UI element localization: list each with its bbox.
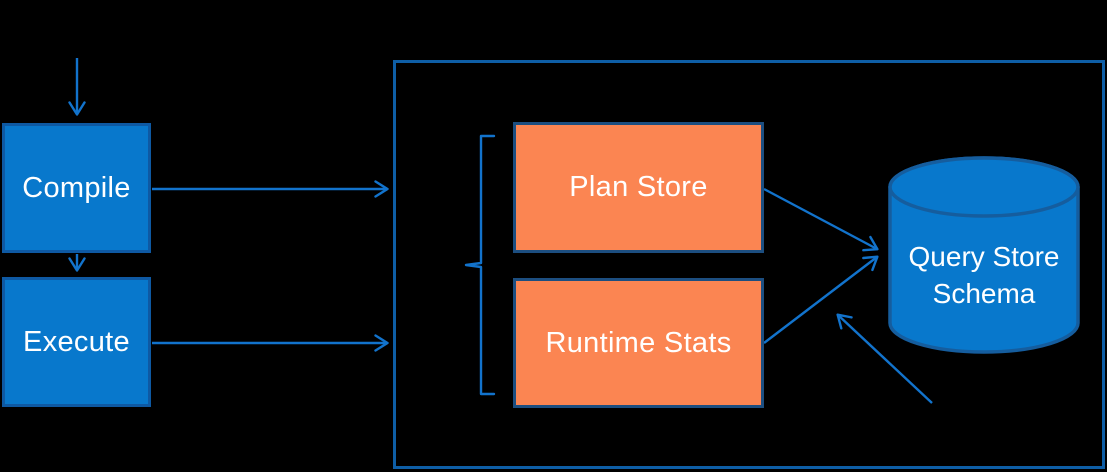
runtime-stats-box: Runtime Stats bbox=[513, 278, 764, 408]
arrow-runtime-stats-to-schema bbox=[763, 255, 879, 344]
arrow-plan-store-to-schema bbox=[763, 187, 879, 252]
plan-store-box: Plan Store bbox=[513, 122, 764, 253]
plan-store-label: Plan Store bbox=[569, 171, 708, 203]
query-store-container-outline bbox=[393, 60, 1105, 469]
execute-box: Execute bbox=[2, 277, 151, 407]
arrow-from-bottom-right bbox=[836, 313, 933, 404]
query-store-schema-label-line2: Schema bbox=[932, 277, 1036, 309]
grouping-bracket bbox=[464, 134, 496, 396]
query-store-schema-label: Query Store Schema bbox=[888, 212, 1080, 337]
query-store-schema-label-line1: Query Store bbox=[908, 240, 1060, 272]
compile-label: Compile bbox=[22, 171, 131, 204]
compile-box: Compile bbox=[2, 123, 151, 253]
runtime-stats-label: Runtime Stats bbox=[545, 326, 732, 359]
execute-label: Execute bbox=[23, 325, 130, 358]
database-cylinder-icon bbox=[888, 156, 1080, 354]
